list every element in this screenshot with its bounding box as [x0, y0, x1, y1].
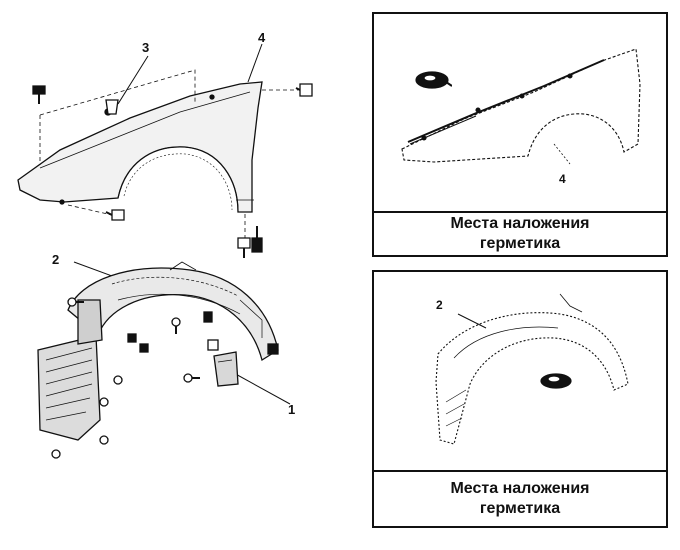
caption-top-line1: Места наложения	[450, 215, 590, 232]
exploded-view	[17, 43, 313, 459]
callout-2: 2	[52, 252, 60, 267]
clip-icon	[105, 99, 119, 115]
clip-icon	[139, 343, 149, 353]
bolt-icon	[99, 397, 109, 407]
callout-2-inset: 2	[436, 298, 443, 312]
clip-icon	[207, 339, 219, 351]
clip-icon	[203, 311, 213, 323]
callout-4: 4	[258, 30, 266, 45]
sealant-tube-icon	[540, 373, 572, 389]
sealant-tube-icon	[415, 71, 452, 89]
mounting-guides	[39, 69, 298, 238]
fender-sealant-view	[401, 48, 641, 165]
liner-sealant-view	[435, 293, 629, 445]
caption-top-line2: герметика	[479, 235, 561, 252]
bolt-icon	[105, 209, 125, 221]
sealant-panel-fender: 4 Места наложения герметика	[372, 12, 668, 257]
leader-1	[231, 371, 291, 405]
bolt-icon	[295, 83, 313, 97]
callout-4-inset: 4	[559, 172, 566, 186]
clip-icon	[127, 333, 137, 343]
bolt-icon	[51, 449, 61, 459]
bolt-icon	[99, 435, 109, 445]
bracket-part	[213, 351, 239, 387]
clip-icon	[267, 343, 279, 355]
bolt-icon	[237, 237, 251, 258]
sealant-caption-top: Места наложения герметика	[374, 211, 666, 255]
clip-icon	[251, 226, 263, 253]
leader-3	[117, 55, 149, 105]
sealant-panel-liner: 2 Места наложения герметика	[372, 270, 668, 528]
bolt-icon	[113, 375, 123, 385]
wheelarch-liner	[37, 261, 279, 441]
bolt-icon	[171, 317, 181, 334]
caption-bottom-line2: герметика	[479, 500, 561, 517]
bolt-icon	[32, 85, 46, 104]
bolt-icon	[183, 373, 200, 383]
caption-bottom-line1: Места наложения	[450, 480, 590, 497]
sealant-caption-bottom: Места наложения герметика	[374, 470, 666, 526]
callout-3: 3	[142, 40, 150, 55]
bolt-icon	[67, 297, 84, 307]
callout-1: 1	[288, 402, 296, 417]
fender-panel	[17, 81, 263, 213]
leader-4	[247, 43, 263, 83]
